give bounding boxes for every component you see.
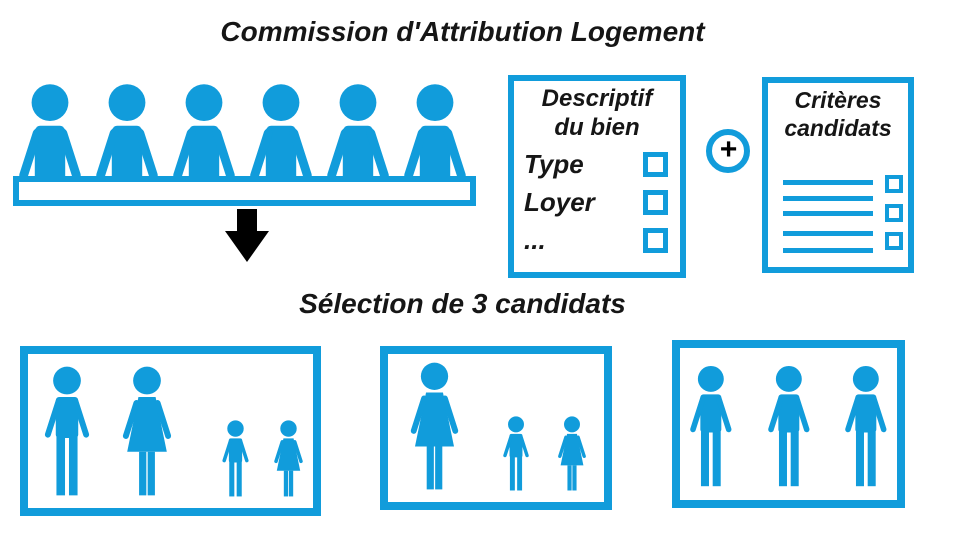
text-line-decoration — [783, 196, 873, 201]
committee-member-icon — [10, 84, 90, 182]
candidate-box-single-parent-with-two-children — [380, 346, 612, 510]
woman-icon — [114, 366, 180, 498]
property-card-title: Descriptif du bien — [541, 85, 653, 142]
property-item-row: Type — [524, 149, 668, 179]
committee-member-icon — [87, 84, 167, 182]
text-line-decoration — [783, 180, 873, 185]
committee-member-icon — [318, 84, 398, 182]
checkbox-icon — [885, 232, 903, 250]
selection-subtitle: Sélection de 3 candidats — [299, 288, 626, 319]
checkbox-icon — [643, 227, 668, 253]
girl-icon — [553, 416, 591, 492]
text-line-decoration — [783, 248, 873, 253]
committee-member-icon — [241, 84, 321, 182]
down-arrow-icon — [225, 209, 269, 262]
boy-icon — [497, 416, 535, 492]
plus-icon: + — [706, 129, 750, 173]
committee-member-icon — [164, 84, 244, 182]
man-icon — [758, 364, 820, 490]
checkbox-icon — [885, 204, 903, 222]
woman-icon — [402, 362, 467, 492]
man-icon — [835, 364, 897, 490]
diagram-title: Commission d'Attribution Logement — [220, 16, 705, 47]
property-item-label: Type — [524, 148, 584, 179]
man-icon — [34, 366, 100, 498]
checkbox-icon — [885, 175, 903, 193]
boy-icon — [216, 420, 255, 498]
checkbox-icon — [643, 189, 668, 215]
property-item-label: ... — [524, 224, 546, 255]
criteria-card-title: Critères candidats — [784, 87, 892, 142]
candidate-box-couple-with-two-children — [20, 346, 321, 516]
committee-member-icon — [395, 84, 475, 182]
man-icon — [680, 364, 742, 490]
candidate-box-three-adults — [672, 340, 905, 508]
plus-sign: + — [719, 132, 737, 166]
text-line-decoration — [783, 231, 873, 236]
text-line-decoration — [783, 211, 873, 216]
candidate-criteria-card: Critères candidats — [762, 77, 914, 273]
property-description-card: Descriptif du bien Type Loyer ... — [508, 75, 686, 278]
committee-table — [13, 176, 476, 206]
property-item-row: ... — [524, 225, 668, 255]
property-item-row: Loyer — [524, 187, 668, 217]
property-item-label: Loyer — [524, 186, 595, 217]
girl-icon — [269, 420, 308, 498]
checkbox-icon — [643, 151, 668, 177]
